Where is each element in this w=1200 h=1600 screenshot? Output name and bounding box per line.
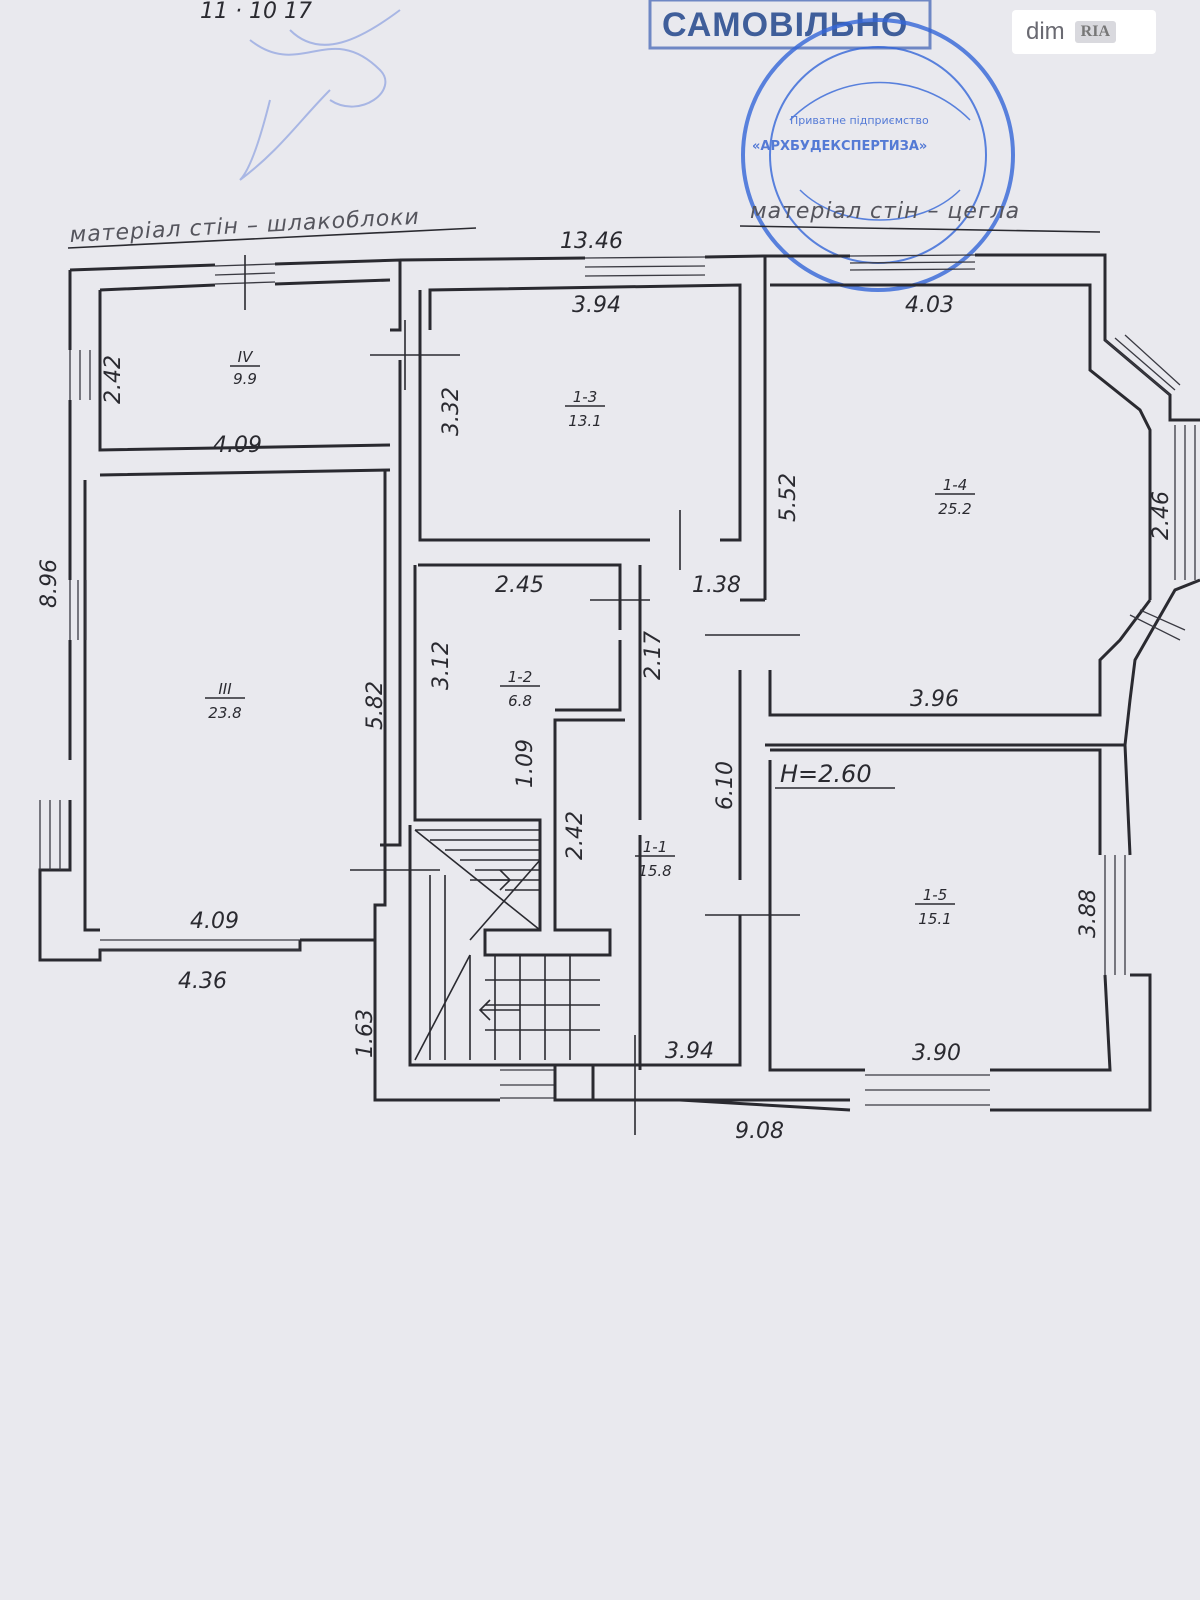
room-id: 1-5 <box>923 886 948 904</box>
dimension-iii-width-inner: 4.09 <box>190 909 239 934</box>
room-id: 1-1 <box>643 838 668 856</box>
dimension-1-4-width-top: 4.03 <box>905 293 954 318</box>
dimension-1-5-width: 3.90 <box>912 1041 961 1066</box>
approval-stamp-text: САМОВІЛЬНО <box>662 6 908 44</box>
dimension-1-3-width: 3.94 <box>572 293 621 318</box>
dimension-overall-bottom: 9.08 <box>735 1119 784 1144</box>
material-label-left: матеріал стін – шлакоблоки <box>69 205 420 248</box>
room-area: 23.8 <box>208 704 241 722</box>
dim-ria-logo[interactable]: dim RIA <box>1012 10 1156 54</box>
room-area: 13.1 <box>568 412 601 430</box>
dimension-1-4-width-bottom: 3.96 <box>910 687 959 712</box>
signature-mark <box>239 9 401 181</box>
seal-line-1: Приватне підприємство <box>790 114 929 127</box>
brand-badge: RIA <box>1074 21 1117 43</box>
dimension-1-4-bay: 2.46 <box>1149 491 1174 540</box>
dimension-1-2-height: 3.12 <box>429 641 454 690</box>
dimension-1-2-step: 1.09 <box>513 739 538 788</box>
section-marks <box>244 255 800 1135</box>
ceiling-height-label: H=2.60 <box>780 760 872 788</box>
material-label-right: матеріал стін – цегла <box>750 199 1020 224</box>
dimension-labels: 13.46 9.08 8.96 2.42 4.09 4.09 4.36 5.82… <box>37 229 1174 1144</box>
room-area: 9.9 <box>233 370 257 388</box>
dimension-corridor-top: 1.38 <box>692 573 741 598</box>
room-id: IV <box>238 348 254 366</box>
room-area: 15.1 <box>918 910 951 928</box>
room-area: 15.8 <box>638 862 671 880</box>
room-iv-label: IV 9.9 <box>230 348 260 388</box>
room-id: III <box>218 680 232 698</box>
dimension-1-4-height: 5.52 <box>776 473 801 522</box>
dimension-1-5-height: 3.88 <box>1076 889 1101 938</box>
dimension-corridor-left: 2.42 <box>563 811 588 860</box>
dimension-stair-height: 1.63 <box>353 1009 378 1058</box>
top-fragment: 11 · 10 17 <box>200 0 312 24</box>
brand-name: dim <box>1026 18 1065 45</box>
room-1-2-label: 1-2 6.8 <box>500 668 540 710</box>
dimension-overall-top: 13.46 <box>560 229 623 254</box>
dimension-iii-width-outer: 4.36 <box>178 969 227 994</box>
dimension-iv-height: 2.42 <box>101 355 126 404</box>
approval-stamp: САМОВІЛЬНО <box>648 0 932 50</box>
dimension-iii-height: 5.82 <box>363 681 388 730</box>
dimension-corridor-upper: 2.17 <box>641 631 666 680</box>
room-id: 1-2 <box>508 668 533 686</box>
room-1-5-label: 1-5 15.1 <box>915 886 955 928</box>
walls <box>38 253 1200 1112</box>
dimension-1-2-width: 2.45 <box>495 573 544 598</box>
staircase <box>414 829 600 1061</box>
room-area: 6.8 <box>508 692 532 710</box>
room-1-4-label: 1-4 25.2 <box>935 476 975 518</box>
room-id: 1-4 <box>943 476 968 494</box>
dimension-corridor-height: 6.10 <box>713 761 738 810</box>
dimension-iv-width: 4.09 <box>213 433 262 458</box>
dimension-1-3-height: 3.32 <box>439 387 464 436</box>
seal-line-2: «АРХБУДЕКСПЕРТИЗА» <box>752 139 927 154</box>
room-iii-label: III 23.8 <box>205 680 245 722</box>
room-1-1-label: 1-1 15.8 <box>635 838 675 880</box>
dimension-overall-left: 8.96 <box>37 559 62 608</box>
room-id: 1-3 <box>573 388 598 406</box>
room-1-3-label: 1-3 13.1 <box>565 388 605 430</box>
dimension-corridor-bottom: 3.94 <box>665 1039 714 1064</box>
company-seal: Приватне підприємство «АРХБУДЕКСПЕРТИЗА» <box>741 18 1015 292</box>
room-labels: IV 9.9 III 23.8 1-3 13.1 1-2 6.8 1-1 15.… <box>205 348 975 928</box>
room-area: 25.2 <box>938 500 971 518</box>
